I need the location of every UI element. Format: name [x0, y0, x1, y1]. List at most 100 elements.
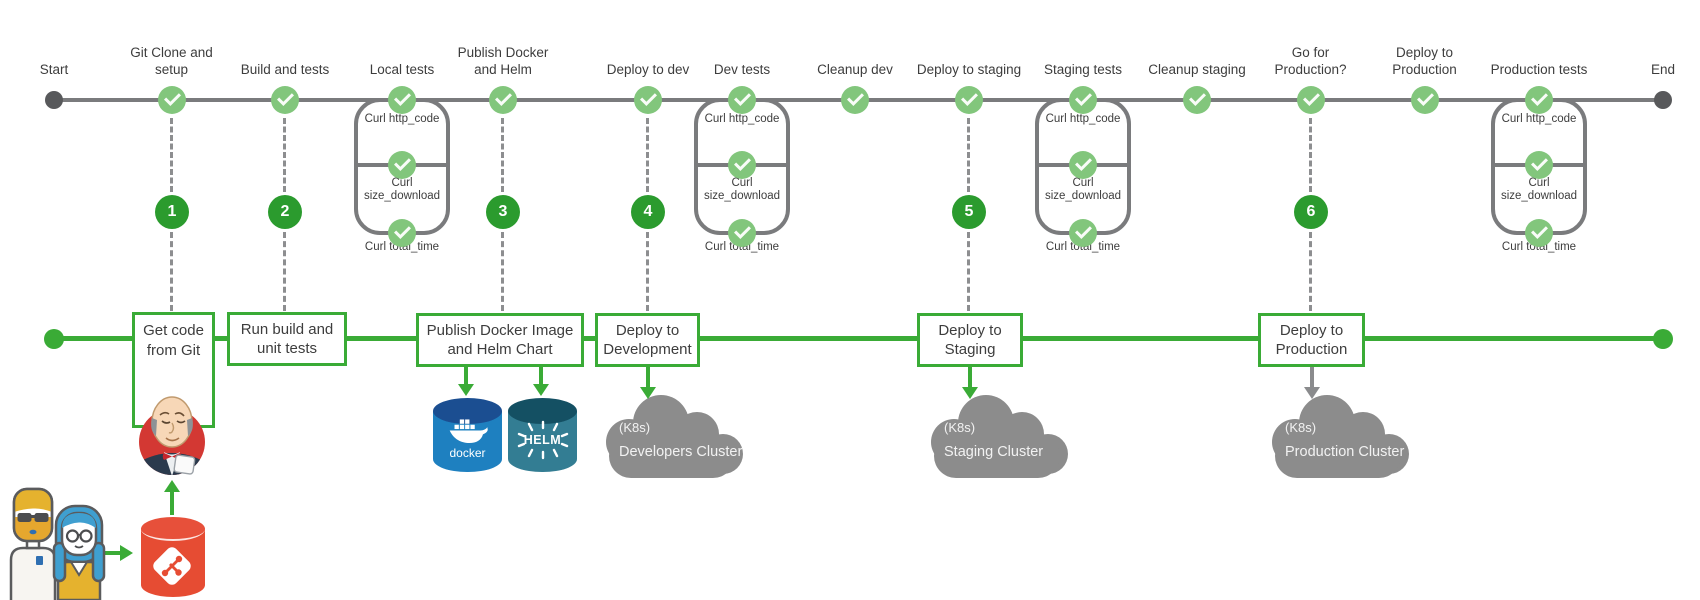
- check-icon-dev-total-time: [728, 219, 756, 247]
- pipeline-box-label: Deploy to Development: [603, 321, 692, 359]
- pipeline-end-dot: [1653, 329, 1673, 349]
- docker-label: docker: [449, 446, 486, 460]
- pipeline-timeline-line: [54, 336, 1663, 341]
- cloud-icon: [606, 395, 743, 478]
- dotted-connector: [1309, 232, 1312, 311]
- step-number-badge-5: 5: [952, 195, 986, 229]
- docker-whale-icon: [449, 419, 488, 444]
- curl-size-download-label: Curl size_download: [1044, 177, 1122, 203]
- check-icon-publish: [489, 86, 517, 114]
- dev-cluster-cloud: (K8s) Developers Cluster: [595, 394, 750, 485]
- check-icon-staging-size-download: [1069, 151, 1097, 179]
- cluster-name-label: Production Cluster: [1285, 444, 1405, 460]
- start-dot: [45, 91, 63, 109]
- stage-label-publish: Publish Docker and Helm: [457, 45, 549, 77]
- pipeline-box-label: Publish Docker Image and Helm Chart: [426, 321, 574, 359]
- staging-cluster-cloud: (K8s) Staging Cluster: [920, 394, 1075, 485]
- pipeline-box-label: Get code from Git: [143, 322, 204, 359]
- stage-label-staging-tests: Staging tests: [1043, 61, 1123, 77]
- check-icon-production-size-download: [1525, 151, 1553, 179]
- curl-http-code-label: Curl http_code: [1501, 113, 1577, 125]
- arrow-up-git-to-jenkins-icon: [164, 480, 180, 515]
- check-icon-local-total-time: [388, 219, 416, 247]
- dotted-connector: [283, 232, 286, 311]
- pipeline-start-dot: [44, 329, 64, 349]
- dotted-connector: [646, 232, 649, 311]
- pipeline-box-deploy-staging: Deploy to Staging: [917, 313, 1023, 367]
- end-dot: [1654, 91, 1672, 109]
- curl-size-download-label: Curl size_download: [703, 177, 781, 203]
- arrow-down-to-helm-icon: [533, 367, 549, 396]
- stage-label-git-clone: Git Clone and setup: [130, 45, 213, 77]
- dotted-connector: [967, 118, 970, 192]
- pipeline-box-run-build: Run build and unit tests: [227, 312, 347, 366]
- check-icon-staging-tests: [1069, 86, 1097, 114]
- check-icon-git-clone: [158, 86, 186, 114]
- cluster-name-label: Staging Cluster: [944, 444, 1044, 460]
- arrow-down-to-docker-icon: [458, 367, 474, 396]
- curl-total-time-label: Curl total_time: [704, 241, 780, 253]
- dotted-connector: [646, 118, 649, 192]
- check-icon-cleanup-dev: [841, 86, 869, 114]
- dotted-connector: [170, 232, 173, 311]
- stage-label-cleanup-staging: Cleanup staging: [1148, 61, 1246, 77]
- curl-http-code-label: Curl http_code: [1045, 113, 1121, 125]
- cluster-name-label: Developers Cluster: [619, 444, 743, 460]
- stage-label-local-tests: Local tests: [369, 61, 435, 77]
- dotted-connector: [1309, 118, 1312, 192]
- curl-http-code-label: Curl http_code: [364, 113, 440, 125]
- curl-http-code-label: Curl http_code: [704, 113, 780, 125]
- dotted-connector: [967, 232, 970, 311]
- stage-label-production-tests: Production tests: [1490, 61, 1588, 77]
- pipeline-box-label: Deploy to Staging: [938, 321, 1002, 359]
- stage-label-build: Build and tests: [240, 61, 330, 77]
- step-number-badge-1: 1: [155, 195, 189, 229]
- helm-chart-cylinder: HELM: [508, 398, 577, 472]
- pipeline-box-deploy-development: Deploy to Development: [595, 313, 700, 367]
- stage-label-deploy-dev: Deploy to dev: [606, 61, 690, 77]
- developers-icon: [9, 487, 106, 600]
- curl-total-time-label: Curl total_time: [1501, 241, 1577, 253]
- check-icon-go-for-production: [1297, 86, 1325, 114]
- stage-label-deploy-production: Deploy to Production: [1392, 45, 1457, 77]
- arrow-down-to-staging-cluster-icon: [962, 367, 978, 399]
- dotted-connector: [501, 118, 504, 192]
- helm-label: HELM: [523, 433, 562, 447]
- developer-man-icon: [9, 487, 57, 600]
- curl-size-download-label: Curl size_download: [363, 177, 441, 203]
- check-icon-local-tests: [388, 86, 416, 114]
- check-icon-production-tests: [1525, 86, 1553, 114]
- dotted-connector: [170, 118, 173, 192]
- check-icon-cleanup-staging: [1183, 86, 1211, 114]
- check-icon-build: [271, 86, 299, 114]
- git-repository-cylinder: [141, 517, 205, 597]
- helm-wheel-icon: [517, 420, 569, 460]
- stage-label-dev-tests: Dev tests: [713, 61, 771, 77]
- end-label: End: [1650, 61, 1676, 77]
- developer-woman-icon: [52, 504, 106, 600]
- step-number-badge-2: 2: [268, 195, 302, 229]
- step-number-badge-6: 6: [1294, 195, 1328, 229]
- step-number-badge-3: 3: [486, 195, 520, 229]
- cloud-icon: [1272, 395, 1409, 478]
- curl-size-download-label: Curl size_download: [1500, 177, 1578, 203]
- check-icon-local-size-download: [388, 151, 416, 179]
- check-icon-staging-total-time: [1069, 219, 1097, 247]
- step-number-badge-4: 4: [631, 195, 665, 229]
- stage-label-deploy-staging: Deploy to staging: [916, 61, 1022, 77]
- check-icon-deploy-staging: [955, 86, 983, 114]
- cloud-icon: [931, 395, 1068, 478]
- stage-label-cleanup-dev: Cleanup dev: [817, 61, 893, 77]
- curl-total-time-label: Curl total_time: [1045, 241, 1121, 253]
- check-icon-production-total-time: [1525, 219, 1553, 247]
- pipeline-box-label: Deploy to Production: [1275, 321, 1348, 359]
- check-icon-dev-size-download: [728, 151, 756, 179]
- cluster-k8s-label: (K8s): [944, 420, 976, 435]
- check-icon-deploy-dev: [634, 86, 662, 114]
- git-branch-icon: [161, 555, 183, 577]
- dotted-connector: [283, 118, 286, 192]
- curl-total-time-label: Curl total_time: [364, 241, 440, 253]
- pipeline-box-publish-docker-helm: Publish Docker Image and Helm Chart: [416, 313, 584, 367]
- cluster-k8s-label: (K8s): [1285, 420, 1317, 435]
